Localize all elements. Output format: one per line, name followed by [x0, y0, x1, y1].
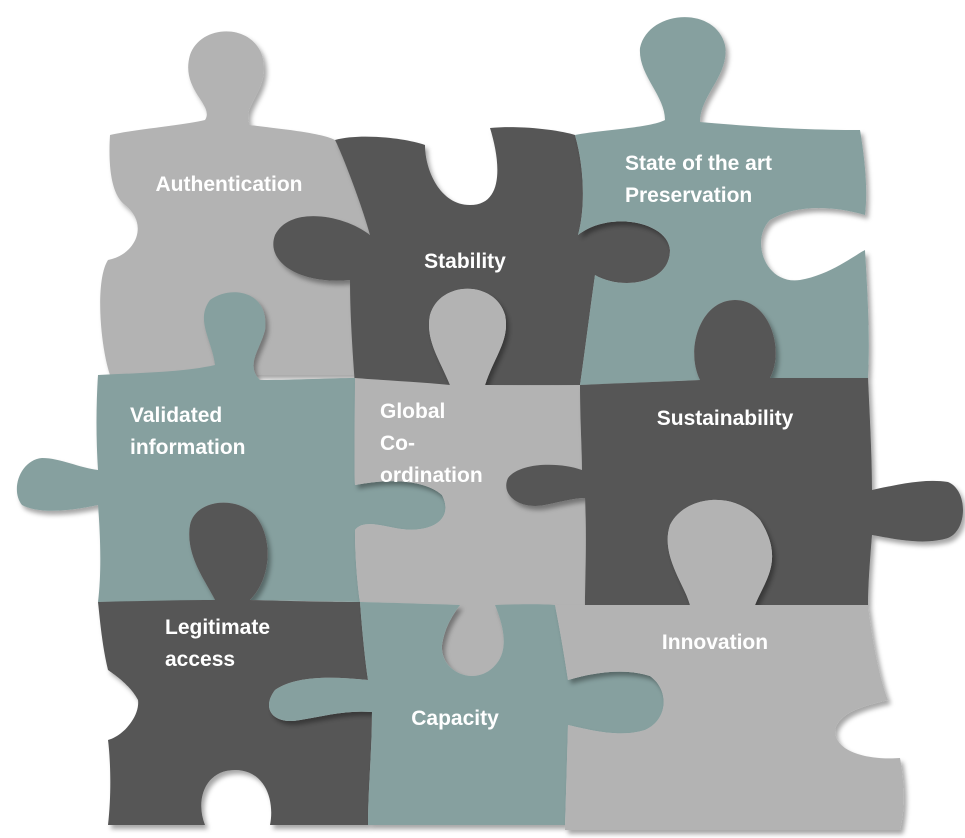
piece-sustainability: Sustainability: [506, 300, 963, 605]
piece-validated-information: Validated information: [16, 292, 446, 602]
piece-validated-information-line-1: Validated: [130, 404, 222, 427]
piece-innovation-label: Innovation: [662, 631, 768, 654]
piece-capacity-shape: [269, 602, 664, 825]
piece-innovation-line-1: Innovation: [662, 631, 768, 654]
piece-global-coordination: Global Co- ordination: [354, 288, 586, 676]
piece-preservation-label: State of the art Preservation: [625, 152, 778, 207]
piece-sustainability-label: Sustainability: [657, 407, 794, 430]
piece-capacity-line-1: Capacity: [411, 707, 499, 730]
piece-stability-line-1: Stability: [424, 250, 506, 273]
piece-stability-label: Stability: [424, 250, 506, 273]
piece-global-coordination-label: Global Co- ordination: [380, 400, 483, 487]
piece-capacity: Capacity: [269, 602, 664, 825]
piece-capacity-label: Capacity: [411, 707, 499, 730]
piece-legitimate-access-line-1: Legitimate: [165, 616, 270, 639]
piece-global-coordination-shape: [354, 288, 586, 676]
piece-legitimate-access-line-2: access: [165, 648, 235, 671]
piece-authentication: Authentication: [100, 31, 370, 375]
piece-global-coordination-line-3: ordination: [380, 464, 483, 487]
piece-preservation: State of the art Preservation: [575, 17, 869, 385]
piece-validated-information-line-2: information: [130, 436, 246, 459]
piece-legitimate-access-label: Legitimate access: [165, 616, 276, 671]
piece-stability: Stability: [273, 127, 670, 386]
piece-sustainability-line-1: Sustainability: [657, 407, 794, 430]
piece-validated-information-label: Validated information: [130, 404, 246, 459]
piece-innovation-shape: [555, 499, 904, 830]
piece-authentication-label: Authentication: [156, 173, 303, 196]
piece-global-coordination-line-1: Global: [380, 400, 445, 423]
piece-preservation-line-1: State of the art: [625, 152, 772, 175]
piece-preservation-shape: [575, 17, 869, 385]
piece-legitimate-access-shape: [98, 502, 372, 825]
piece-authentication-line-1: Authentication: [156, 173, 303, 196]
piece-global-coordination-line-2: Co-: [380, 432, 415, 455]
piece-stability-shape: [273, 127, 670, 386]
piece-preservation-line-2: Preservation: [625, 184, 752, 207]
piece-validated-information-shape: [16, 292, 446, 602]
piece-legitimate-access: Legitimate access: [98, 502, 372, 825]
piece-innovation: Innovation: [555, 499, 904, 830]
piece-authentication-shape: [100, 31, 370, 375]
piece-sustainability-shape: [506, 300, 963, 605]
